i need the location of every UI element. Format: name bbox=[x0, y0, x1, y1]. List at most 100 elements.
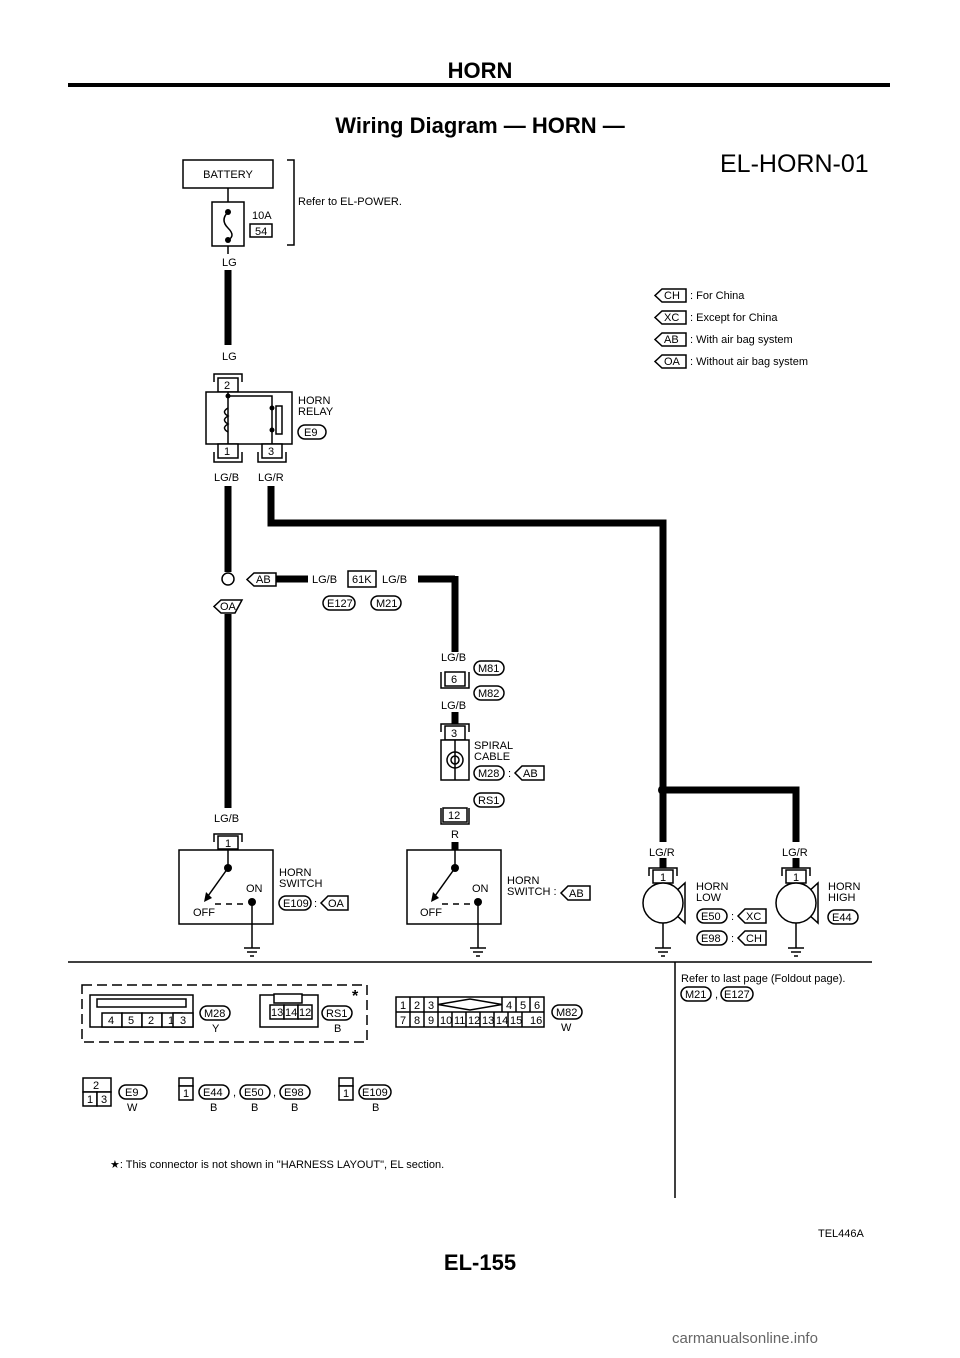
foldout-sep: , bbox=[715, 989, 718, 1001]
relay-pin-2: 2 bbox=[224, 380, 230, 392]
battery-label: BATTERY bbox=[203, 169, 253, 181]
connector-e9 bbox=[82, 1077, 112, 1107]
fuse-rating: 10A bbox=[252, 210, 272, 222]
spiral-label-2: CABLE bbox=[474, 751, 510, 763]
m82-pin-8: 8 bbox=[414, 1015, 420, 1027]
e50-code: E50 bbox=[244, 1087, 264, 1099]
fuse-number: 54 bbox=[255, 226, 267, 238]
m28-pin-a: 4 bbox=[108, 1015, 114, 1027]
m28-color: Y bbox=[212, 1023, 220, 1035]
spiral-cond-ab: AB bbox=[523, 768, 538, 780]
switch-ab-on: ON bbox=[472, 883, 489, 895]
wire-label-r: R bbox=[451, 829, 459, 841]
spiral-conn-rs1: RS1 bbox=[478, 795, 499, 807]
wire-label-lg-2: LG bbox=[222, 351, 237, 363]
horn-low-cond-xc: XC bbox=[746, 911, 761, 923]
wire-label-lgb-sw: LG/B bbox=[214, 813, 239, 825]
switch-ab-cond: AB bbox=[569, 888, 584, 900]
m28-pin-e: 3 bbox=[180, 1015, 186, 1027]
m82-pin-1: 1 bbox=[400, 1000, 406, 1012]
rs1-code: RS1 bbox=[326, 1008, 347, 1020]
switch-oa-label-1: HORN bbox=[279, 867, 311, 879]
foldout-e127: E127 bbox=[724, 989, 750, 1001]
m82-pin-14: 14 bbox=[496, 1015, 508, 1027]
horn-low-colon-2: : bbox=[731, 933, 734, 945]
wire-label-lgb-relay: LG/B bbox=[214, 472, 239, 484]
switch-oa-colon: : bbox=[314, 898, 317, 910]
m82-pin-2: 2 bbox=[414, 1000, 420, 1012]
connector-e44-group bbox=[178, 1085, 194, 1101]
spiral-conn-m82: M82 bbox=[478, 688, 499, 700]
relay-coil-icon bbox=[223, 407, 230, 433]
horn-low-cond-ch: CH bbox=[746, 933, 762, 945]
page-header-title: HORN bbox=[447, 58, 513, 83]
e44-color: B bbox=[210, 1102, 217, 1114]
wire-label-lgb-s1: LG/B bbox=[441, 652, 466, 664]
wire-label-lgb-s2: LG/B bbox=[441, 700, 466, 712]
spiral-conn-m81: M81 bbox=[478, 663, 499, 675]
switch-ab-label-2: SWITCH : bbox=[507, 886, 557, 898]
legend-code-oa: OA bbox=[664, 356, 681, 368]
m82-pin-6: 6 bbox=[534, 1000, 540, 1012]
joint-conn-e127: E127 bbox=[327, 598, 353, 610]
wire-label-lg-1: LG bbox=[222, 257, 237, 269]
m82-pin-5: 5 bbox=[520, 1000, 526, 1012]
figure-code: TEL446A bbox=[818, 1228, 864, 1240]
horn-relay: 2 1 3 bbox=[205, 373, 293, 463]
m28-pin-b: 5 bbox=[128, 1015, 134, 1027]
header-rule bbox=[68, 83, 890, 87]
switch-oa-label-2: SWITCH bbox=[279, 878, 322, 890]
harness-note: ★: This connector is not shown in "HARNE… bbox=[110, 1159, 444, 1171]
e9-pin-3: 3 bbox=[101, 1094, 107, 1106]
m28-code: M28 bbox=[204, 1008, 225, 1020]
legend-code-ch: CH bbox=[664, 290, 680, 302]
m82-pin-13: 13 bbox=[482, 1015, 494, 1027]
horn-high-label-2: HIGH bbox=[828, 892, 856, 904]
m82-color: W bbox=[561, 1022, 572, 1034]
spiral-pin-6: 6 bbox=[451, 674, 457, 686]
m82-pin-3: 3 bbox=[428, 1000, 434, 1012]
foldout-text: Refer to last page (Foldout page). bbox=[681, 973, 845, 985]
spiral-pin-12: 12 bbox=[448, 810, 460, 822]
legend: CH : For China XC : Except for China AB … bbox=[653, 288, 808, 369]
legend-text-ch: : For China bbox=[690, 290, 745, 302]
wire-label-lgr-high: LG/R bbox=[782, 847, 808, 859]
rs1-star: * bbox=[352, 988, 359, 1005]
switch-oa-connector: E109 bbox=[283, 898, 309, 910]
horn-low-colon-1: : bbox=[731, 911, 734, 923]
m82-code: M82 bbox=[556, 1007, 577, 1019]
e109-pin: 1 bbox=[343, 1088, 349, 1100]
e44-sep-1: , bbox=[233, 1087, 236, 1099]
horn-low-label-2: LOW bbox=[696, 892, 722, 904]
e9-pin-1: 1 bbox=[87, 1094, 93, 1106]
horn-switch-ab-box bbox=[406, 849, 502, 925]
rs1-pin-12: 12 bbox=[299, 1007, 311, 1019]
legend-text-xc: : Except for China bbox=[690, 312, 778, 324]
m28-rs1-dashed-box bbox=[81, 984, 368, 1043]
horn-low: 1 bbox=[642, 867, 686, 957]
power-ref-note: Refer to EL-POWER. bbox=[298, 196, 402, 208]
e44-group-pin: 1 bbox=[183, 1088, 189, 1100]
wire-lgr-high bbox=[663, 786, 800, 842]
relay-label-1: HORN bbox=[298, 395, 330, 407]
horn-high: 1 bbox=[775, 867, 819, 957]
e9-pin-2: 2 bbox=[93, 1080, 99, 1092]
diagram-title: Wiring Diagram — HORN — bbox=[335, 113, 625, 138]
fuse-icon bbox=[223, 211, 233, 241]
wire-label-lgb-j2: LG/B bbox=[382, 574, 407, 586]
legend-text-ab: : With air bag system bbox=[690, 334, 793, 346]
m82-pin-9: 9 bbox=[428, 1015, 434, 1027]
e44-sep-2: , bbox=[273, 1087, 276, 1099]
m82-pin-16: 16 bbox=[530, 1015, 542, 1027]
e9-color: W bbox=[127, 1102, 138, 1114]
switch-oa-on: ON bbox=[246, 883, 263, 895]
relay-connector: E9 bbox=[304, 427, 317, 439]
horn-low-conn-e98: E98 bbox=[701, 933, 721, 945]
spiral-colon: : bbox=[508, 768, 511, 780]
rs1-pin-14: 14 bbox=[285, 1007, 297, 1019]
wire-label-lgr-low: LG/R bbox=[649, 847, 675, 859]
wire-label-lgr-relay: LG/R bbox=[258, 472, 284, 484]
spiral-conn-m28: M28 bbox=[478, 768, 499, 780]
legend-code-ab: AB bbox=[664, 334, 679, 346]
